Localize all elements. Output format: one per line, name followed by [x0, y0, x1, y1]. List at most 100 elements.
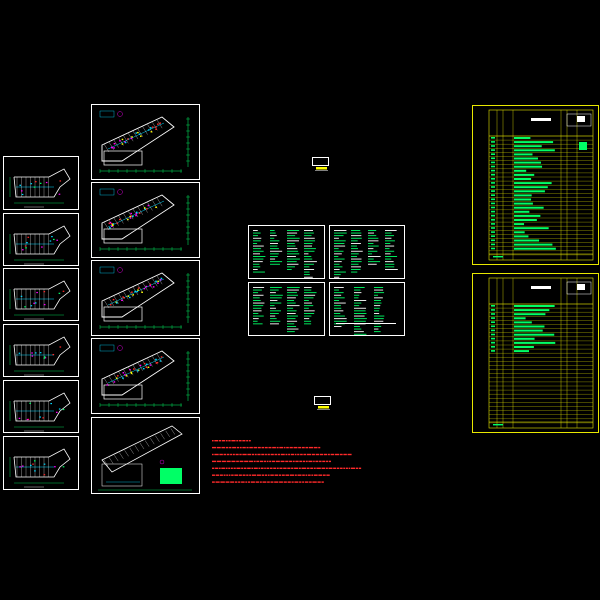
note-glyph — [323, 453, 328, 456]
note-glyph — [347, 453, 352, 456]
note-glyph — [283, 467, 287, 469]
title-tag[interactable] — [314, 396, 331, 410]
note-glyph — [245, 481, 248, 483]
detail-sheet[interactable] — [248, 282, 325, 336]
floor-plan-sheet[interactable] — [3, 268, 79, 321]
building-outline — [99, 188, 190, 251]
note-glyph — [318, 474, 323, 476]
note-glyph — [268, 446, 272, 449]
note-glyph — [228, 467, 231, 469]
note-glyph — [249, 460, 254, 463]
note-glyph — [297, 474, 302, 476]
note-glyph — [216, 446, 221, 449]
note-glyph — [308, 460, 313, 463]
note-glyph — [230, 467, 233, 469]
note-glyph — [232, 453, 235, 456]
note-glyph — [251, 467, 254, 469]
note-glyph — [274, 474, 279, 476]
note-glyph — [270, 453, 274, 456]
note-glyph — [225, 446, 229, 449]
note-glyph — [267, 453, 270, 456]
note-glyph — [274, 453, 277, 456]
note-glyph — [313, 460, 315, 463]
note-glyph — [279, 446, 284, 449]
note-glyph — [251, 453, 255, 456]
note-glyph — [298, 446, 302, 449]
schedule-text — [253, 287, 317, 333]
note-glyph — [242, 474, 246, 476]
plan-sheet[interactable] — [91, 104, 200, 180]
plan-sheet[interactable] — [91, 338, 200, 414]
green-legend-block — [160, 468, 182, 484]
note-glyph — [236, 460, 239, 463]
note-glyph — [269, 460, 272, 463]
note-glyph — [215, 474, 220, 476]
note-glyph — [236, 446, 240, 449]
building-outline — [9, 448, 71, 488]
note-glyph — [260, 467, 264, 469]
note-glyph — [289, 474, 295, 476]
title-tag[interactable] — [312, 157, 329, 171]
note-glyph — [225, 467, 228, 469]
plan-sheet[interactable] — [91, 260, 200, 336]
note-glyph — [266, 467, 270, 469]
note-glyph — [267, 481, 270, 483]
note-glyph — [235, 453, 239, 456]
note-glyph — [302, 460, 306, 463]
note-glyph — [264, 467, 266, 469]
drawing-index-table[interactable] — [472, 105, 599, 265]
building-outline — [99, 266, 190, 329]
detail-sheet[interactable] — [248, 225, 325, 279]
detail-sheet[interactable] — [329, 225, 405, 279]
note-glyph — [236, 440, 239, 442]
note-glyph — [322, 474, 326, 476]
note-glyph — [301, 467, 306, 469]
site-plan-sheet[interactable] — [91, 417, 200, 494]
note-glyph — [214, 440, 219, 442]
plan-sheet[interactable] — [91, 182, 200, 258]
note-glyph — [302, 474, 305, 476]
note-glyph — [281, 474, 285, 476]
note-glyph — [262, 481, 267, 483]
floor-plan-sheet[interactable] — [3, 213, 79, 266]
note-glyph — [225, 440, 228, 442]
floor-plan-sheet[interactable] — [3, 156, 79, 210]
note-glyph — [239, 446, 242, 449]
note-glyph — [265, 446, 268, 449]
detail-sheet[interactable] — [329, 282, 405, 336]
note-glyph — [334, 453, 340, 456]
note-glyph — [355, 467, 359, 469]
schedule-text — [253, 230, 317, 278]
note-glyph — [219, 453, 223, 456]
detail-drawing — [253, 230, 317, 278]
note-glyph — [225, 481, 230, 483]
note-glyph — [277, 453, 281, 456]
building-outline — [99, 110, 190, 173]
note-glyph — [312, 481, 317, 483]
note-glyph — [280, 453, 285, 456]
building-outline — [9, 392, 71, 432]
floor-plan-sheet[interactable] — [3, 324, 79, 377]
note-glyph — [319, 453, 323, 456]
note-glyph — [216, 460, 222, 463]
note-glyph — [220, 481, 225, 483]
plan-drawing — [99, 110, 190, 173]
note-glyph — [286, 446, 289, 449]
note-glyph — [226, 474, 228, 476]
floor-plan-drawing — [9, 336, 71, 376]
note-glyph — [322, 460, 326, 463]
note-glyph — [289, 446, 293, 449]
floor-plan-sheet[interactable] — [3, 436, 79, 490]
note-glyph — [231, 440, 236, 442]
floor-plan-sheet[interactable] — [3, 380, 79, 433]
note-glyph — [267, 474, 270, 476]
index-grid — [488, 109, 594, 261]
general-notes-strokes — [212, 440, 362, 483]
note-glyph — [305, 460, 308, 463]
note-glyph — [230, 481, 235, 483]
note-glyph — [298, 467, 301, 469]
drawing-index-table[interactable] — [472, 273, 599, 433]
note-glyph — [246, 440, 249, 442]
note-glyph — [302, 481, 305, 483]
